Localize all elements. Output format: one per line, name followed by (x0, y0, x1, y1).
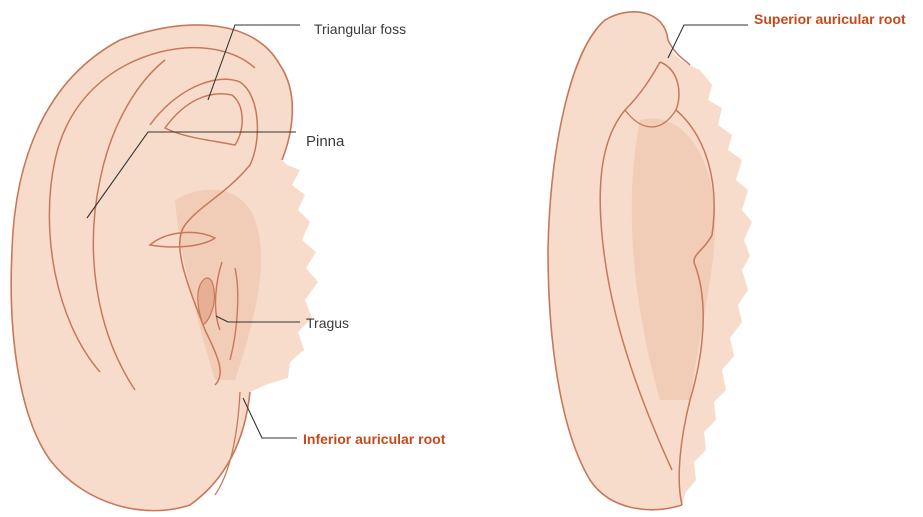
front-ear (11, 25, 318, 511)
label-tragus: Tragus (306, 316, 349, 330)
back-ear (548, 12, 752, 510)
label-pinna: Pinna (306, 134, 344, 149)
label-inferior-auricular-root: Inferior auricular root (303, 432, 445, 446)
label-triangular-foss: Triangular foss (314, 22, 406, 36)
leader-inferior-root (243, 398, 297, 438)
leader-superior-root (668, 25, 748, 58)
label-superior-auricular-root: Superior auricular root (754, 12, 906, 26)
